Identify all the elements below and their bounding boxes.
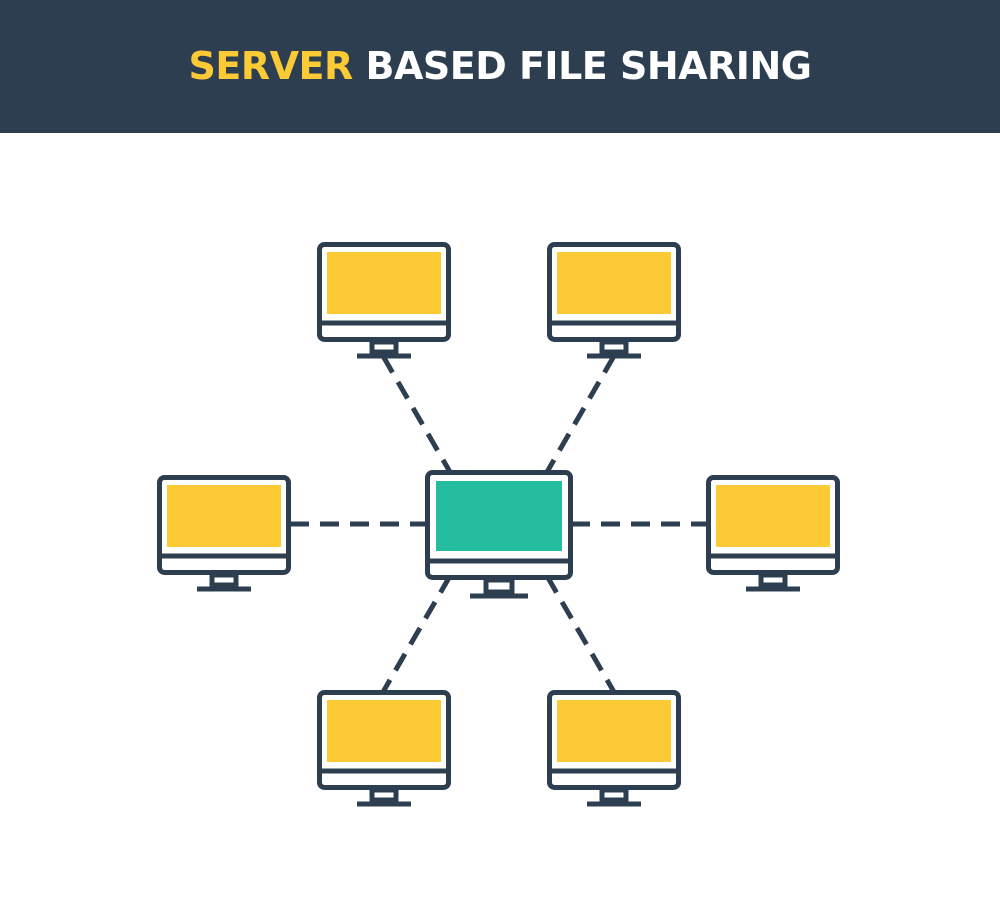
client-monitor-bottom-left bbox=[320, 693, 449, 805]
client-monitor-middle-right bbox=[709, 478, 838, 590]
connections bbox=[290, 354, 708, 694]
page-title: SERVER BASED FILE SHARING bbox=[189, 44, 812, 88]
server-monitor bbox=[425, 470, 573, 599]
client-monitor-top-left bbox=[320, 245, 449, 357]
client-monitor-bottom-right bbox=[550, 693, 679, 805]
title-rest: BASED FILE SHARING bbox=[352, 43, 812, 88]
connection-top-left bbox=[380, 354, 453, 474]
connection-bottom-left bbox=[380, 574, 453, 694]
connection-bottom-right bbox=[544, 574, 617, 694]
header-bar: SERVER BASED FILE SHARING bbox=[0, 0, 1000, 133]
title-highlight: SERVER bbox=[188, 43, 354, 88]
connection-top-right bbox=[544, 354, 617, 474]
client-monitor-top-right bbox=[550, 245, 679, 357]
client-monitor-middle-left bbox=[160, 478, 289, 590]
